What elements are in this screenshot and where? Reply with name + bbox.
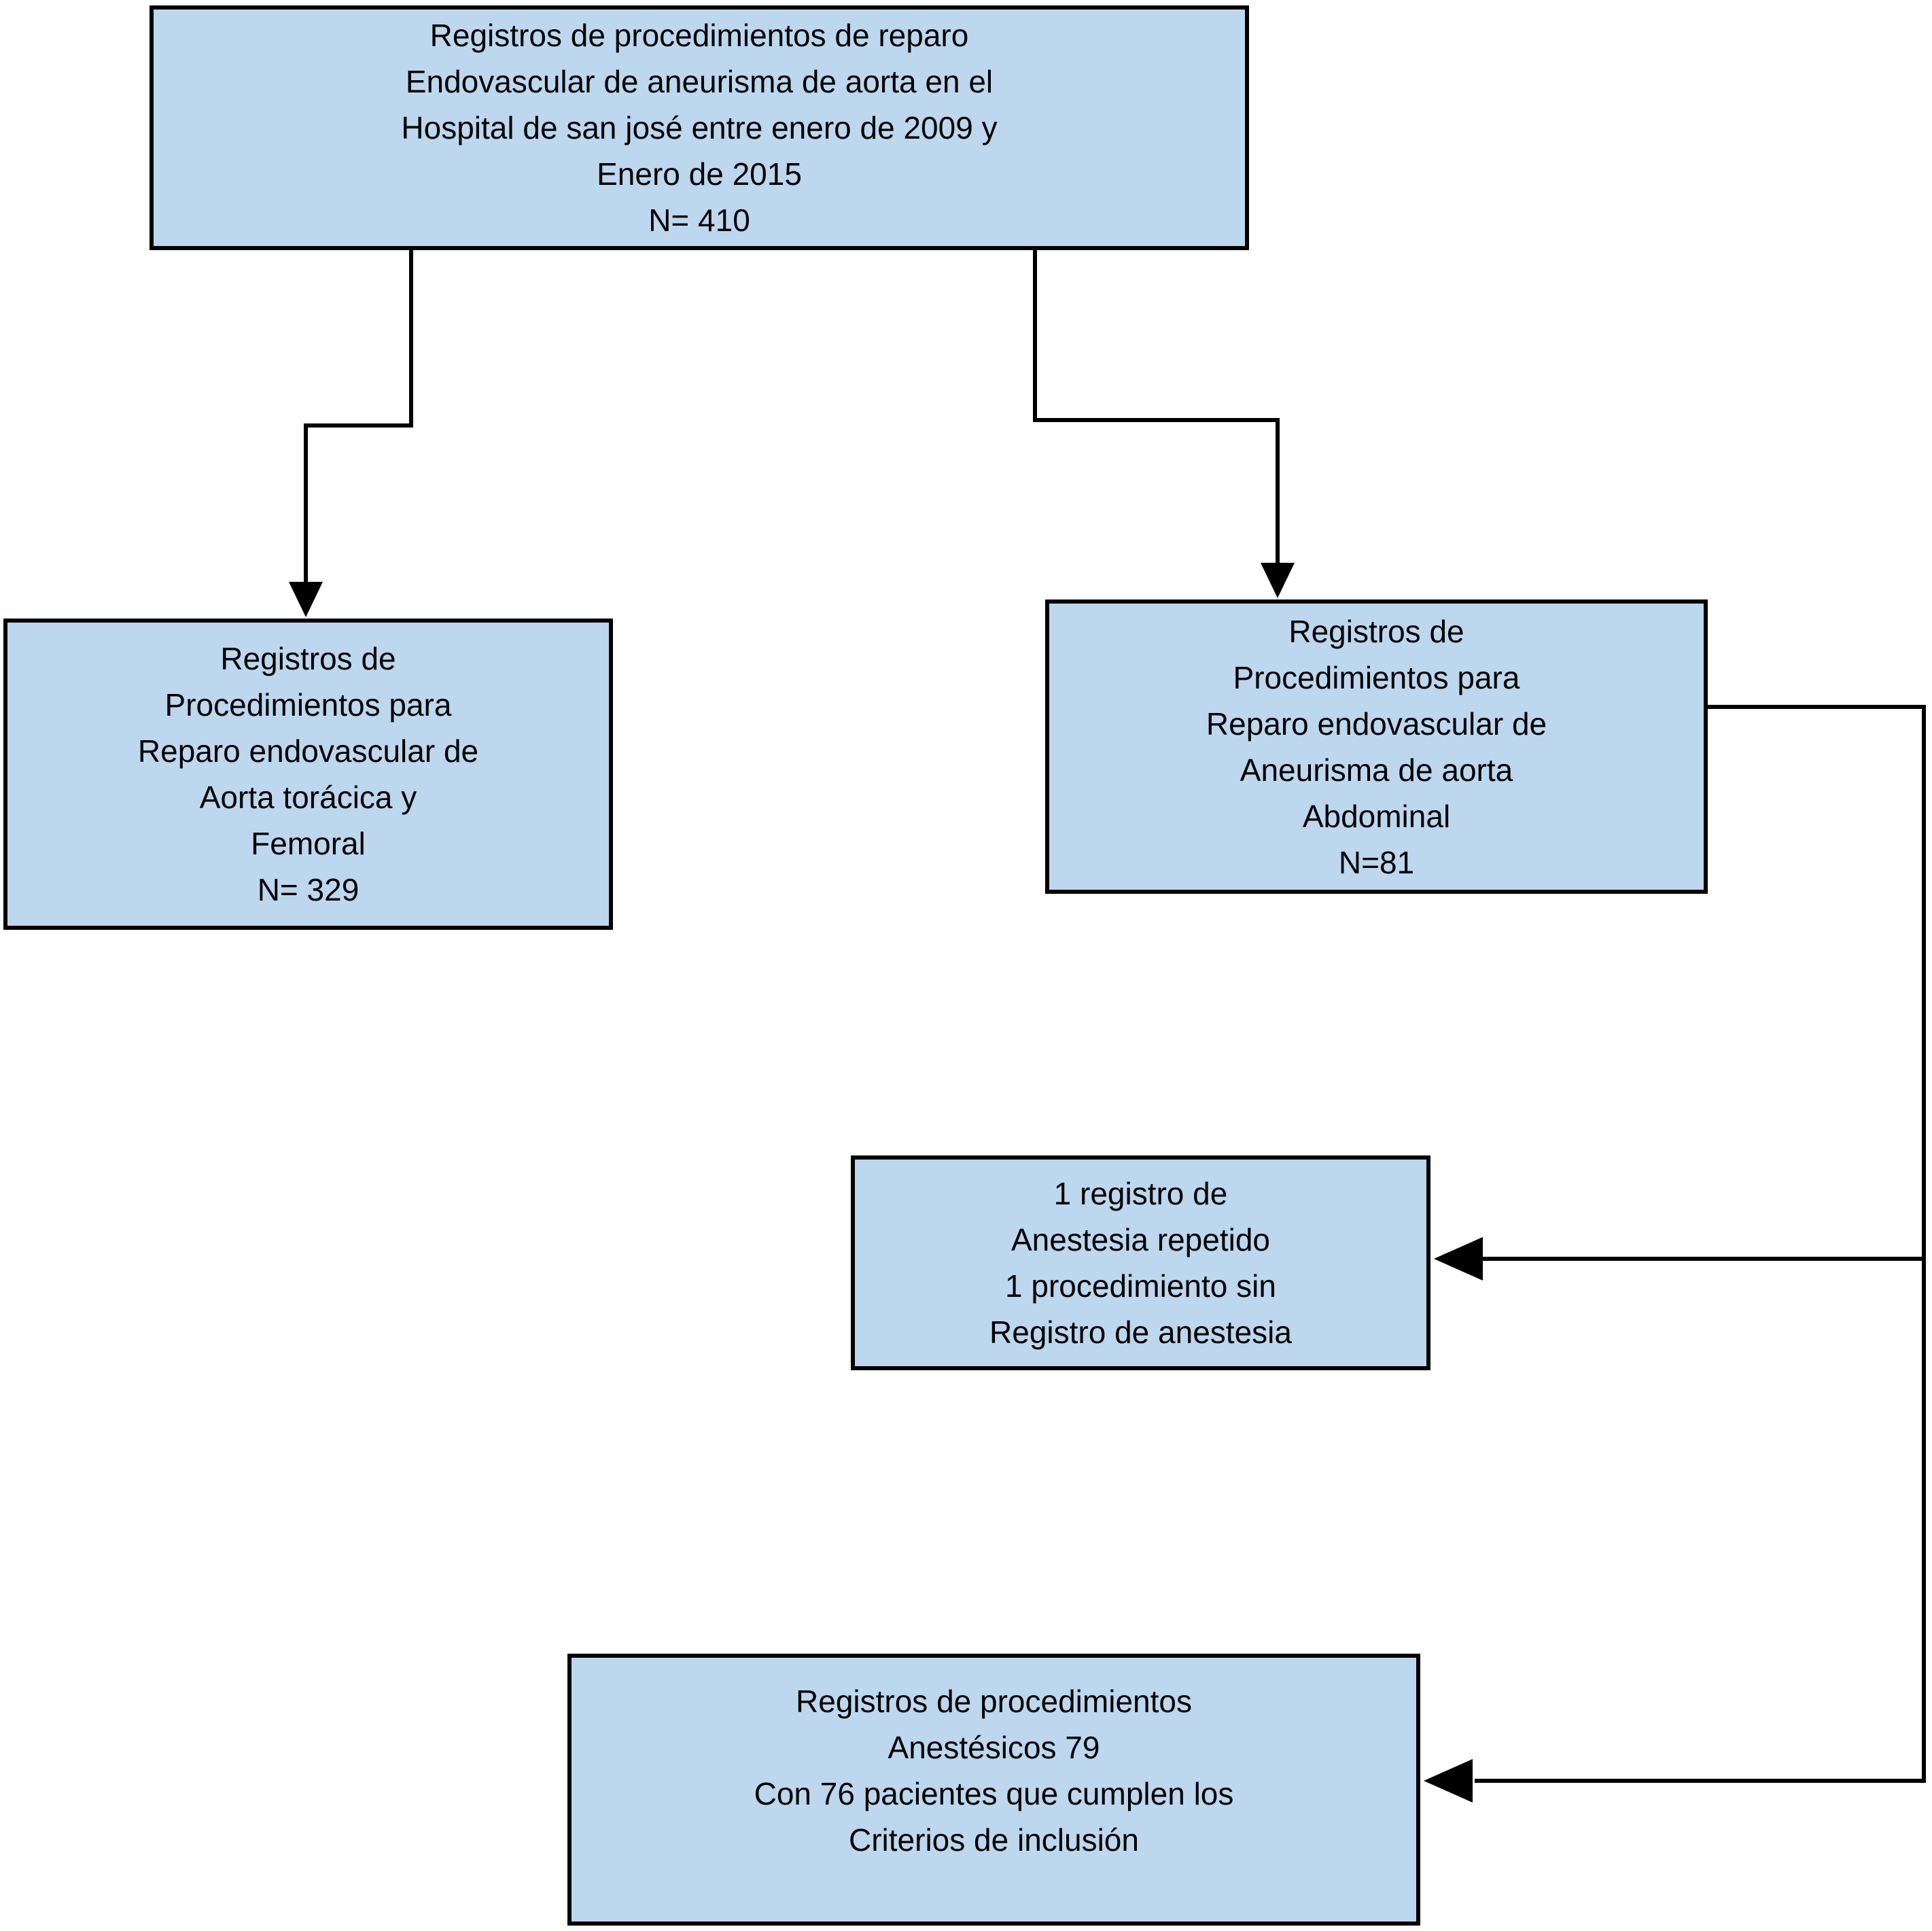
node-line: Endovascular de aneurisma de aorta en el [405,64,994,99]
node-line: Aneurisma de aorta [1240,752,1513,788]
connector-abdominal-right-rail [1475,705,1926,1783]
node-line: Hospital de san josé entre enero de 2009… [401,110,998,145]
node-line: 1 registro de [1053,1176,1228,1211]
node-line: Registros de procedimientos [796,1684,1192,1719]
node-line: Registro de anestesia [989,1315,1292,1350]
node-line: Femoral [251,826,366,861]
node-line: Registros de [220,641,396,676]
node-line: Procedimientos para [164,687,452,723]
node-line: Procedimientos para [1233,659,1520,695]
node-count: N= 329 [257,872,359,907]
arrowhead-into-included [1424,1759,1473,1803]
node-count: N=81 [1338,844,1415,880]
node-registros-incluidos: Registros de procedimientos Anestésicos … [567,1654,1420,1926]
connector-total-to-abdominal [1033,250,1280,566]
node-line: Abdominal [1302,798,1451,834]
node-line: 1 procedimiento sin [1005,1268,1276,1304]
node-line: Reparo endovascular de [1206,706,1547,742]
node-count: N= 410 [648,203,750,238]
node-line: Criterios de inclusión [849,1822,1139,1858]
arrowhead-into-thoracic [289,582,323,617]
node-line: Registros de [1288,613,1464,649]
arrowhead-into-excluded [1434,1237,1483,1281]
node-registros-excluidos: 1 registro de Anestesia repetido 1 proce… [851,1155,1430,1370]
connector-total-to-thoracic [304,250,413,585]
node-aorta-abdominal: Registros de Procedimientos para Reparo … [1045,599,1708,894]
node-line: Aorta torácica y [199,780,417,815]
node-line: Con 76 pacientes que cumplen los [754,1776,1234,1811]
node-line: Enero de 2015 [597,156,802,192]
node-line: Reparo endovascular de [137,733,479,769]
node-line: Anestesia repetido [1011,1222,1271,1257]
node-total-registros: Registros de procedimientos de reparo En… [150,5,1249,250]
node-line: Registros de procedimientos de reparo [429,18,969,53]
arrowhead-into-abdominal [1261,563,1295,598]
node-toracica-femoral: Registros de Procedimientos para Reparo … [3,619,613,930]
node-line: Anestésicos 79 [888,1730,1100,1765]
